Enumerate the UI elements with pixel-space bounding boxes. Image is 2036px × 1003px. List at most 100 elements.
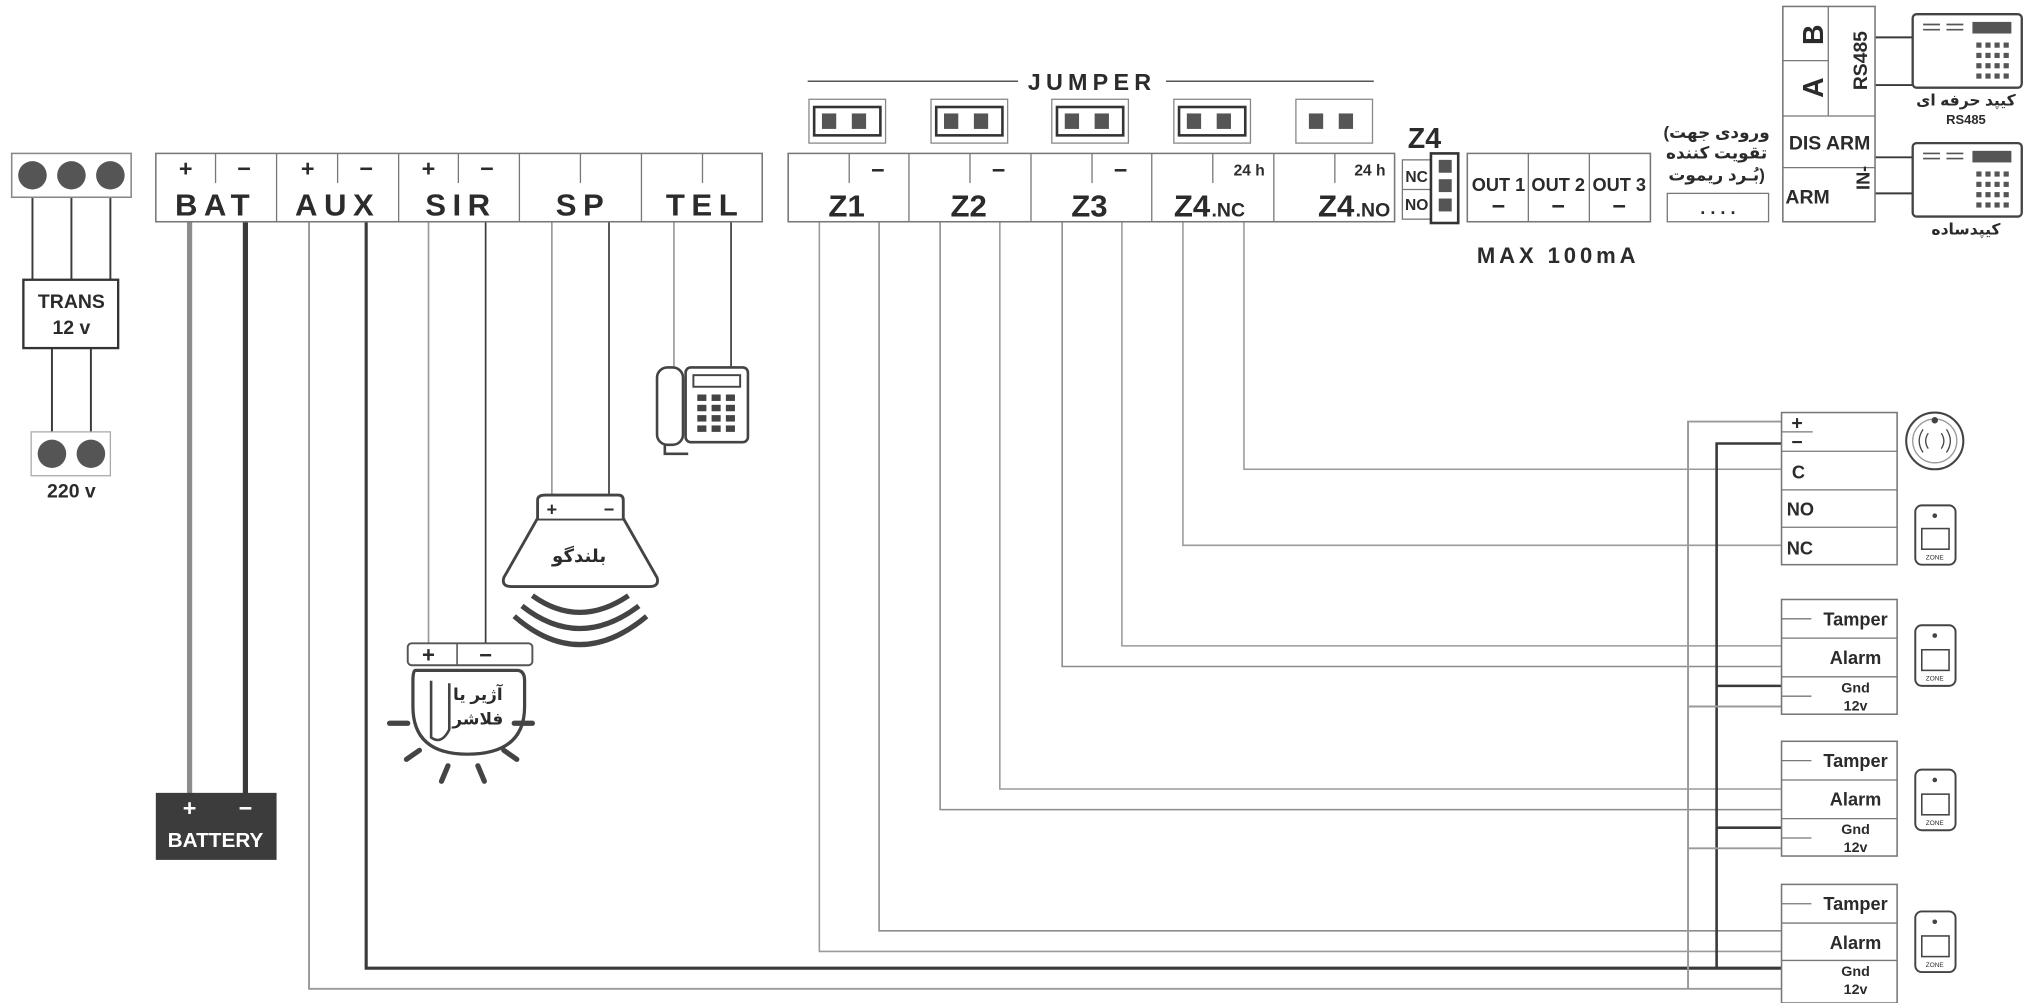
detector-tamper-label: Tamper	[1823, 751, 1887, 771]
out2-minus-sign: −	[1551, 193, 1565, 219]
detector-row: Tamper Alarm Gnd 12v ZONE	[1780, 883, 1957, 1003]
flash-rays	[386, 720, 535, 784]
aux-minus-sign: −	[359, 156, 373, 182]
pir-sensor-icon: ZONE	[1914, 910, 1957, 974]
z4-nc-label: NC	[1405, 169, 1428, 186]
detector-tamper-label: Tamper	[1823, 609, 1887, 629]
z4nc-24h-tag: 24 h	[1234, 162, 1265, 179]
zone-z3-label: Z3	[1071, 189, 1107, 224]
siren-label-line2: فلاشر	[451, 710, 503, 730]
sir-minus-sign: −	[480, 156, 494, 182]
siren-label-line1: آژیر یا	[453, 683, 504, 705]
detector-12v-label: 12v	[1844, 698, 1868, 714]
out3-label: OUT 3	[1592, 175, 1646, 195]
detector-gnd-label: Gnd	[1841, 680, 1870, 696]
detector-alarm-label: Alarm	[1830, 790, 1882, 810]
detector-12v-label: 12v	[1844, 982, 1868, 998]
jumper-z4no[interactable]	[1295, 98, 1374, 144]
pir-sensor-icon: ZONE	[1914, 768, 1957, 832]
bat-minus-sign: −	[237, 156, 251, 182]
pir-sensor-icon: ZONE	[1914, 624, 1957, 687]
detector-24h-nc: NC	[1787, 538, 1813, 558]
zone-z4nc-label: Z4	[1174, 189, 1211, 224]
terminal-strip-zones: − − − 24 h 24 h Z1 Z2 Z3 Z4 .NC Z4 .NO	[787, 152, 1396, 224]
keypad-terminal-block: B A RS485 DIS ARM ARM IN-	[1782, 5, 1876, 223]
detector-24h-minus: −	[1791, 432, 1802, 454]
in-minus-label: IN-	[1853, 166, 1873, 190]
bat-plus-sign: +	[179, 156, 193, 182]
keypad-pro-label: کیپد حرفه ای	[1916, 93, 2017, 111]
jumper-z1[interactable]	[808, 98, 887, 144]
speaker-plus-sign: +	[547, 500, 558, 520]
siren-plus-sign: +	[422, 643, 435, 668]
detector-24h-plus: +	[1791, 412, 1802, 434]
detector-gnd-label: Gnd	[1841, 822, 1870, 838]
detector-24h: + − C NO NC ZONE	[1780, 411, 1965, 566]
remote-booster-input: (ورودی جهت تقویت کننده بُـرد ریموت) . . …	[1663, 123, 1770, 223]
jumper-label: JUMPER	[1028, 69, 1156, 95]
sir-plus-sign: +	[422, 156, 436, 182]
transformer-input: TRANS 12 v 220 v	[10, 152, 132, 503]
detector-row: Tamper Alarm Gnd 12v ZONE	[1780, 740, 1957, 857]
terminal-screw	[76, 439, 106, 468]
terminal-strip-left: + − + − + − BAT AUX SIR SP TEL	[155, 152, 763, 223]
siren-flasher: + − آژیر یا فلاشر	[386, 642, 535, 784]
rs485-b-label: B	[1798, 25, 1830, 45]
jumper-z3[interactable]	[1051, 98, 1130, 144]
aux-plus-sign: +	[301, 156, 315, 182]
terminal-screw	[18, 161, 47, 190]
transformer-label: TRANS	[38, 291, 105, 313]
z2-minus-sign: −	[992, 157, 1006, 183]
pir-sensor-tag: ZONE	[1926, 820, 1945, 827]
transformer-voltage: 12 v	[52, 317, 90, 339]
out1-label: OUT 1	[1472, 175, 1526, 195]
keypad-pro-sublabel: RS485	[1946, 112, 1986, 127]
remote-input-line3: بُـرد ریموت)	[1668, 166, 1764, 186]
detector-gnd-label: Gnd	[1841, 964, 1870, 980]
zone-sensor-tag: ZONE	[1926, 555, 1945, 562]
transformer-box	[22, 278, 120, 350]
z1-minus-sign: −	[871, 157, 885, 183]
out3-minus-sign: −	[1612, 193, 1626, 219]
terminal-aux-label: AUX	[295, 187, 380, 222]
telephone-icon	[655, 366, 750, 456]
detector-alarm-label: Alarm	[1830, 648, 1882, 668]
pir-sensor-tag: ZONE	[1926, 962, 1945, 969]
jumper-z4nc[interactable]	[1173, 98, 1252, 144]
speaker-label: بلندگو	[551, 545, 606, 567]
zone-sensor-icon: ZONE	[1914, 504, 1957, 566]
zone-z4nc-suffix: .NC	[1212, 200, 1246, 222]
remote-input-line2: تقویت کننده	[1666, 144, 1767, 164]
jumper-section: JUMPER	[807, 69, 1374, 144]
keypad-pro: کیپد حرفه ای RS485	[1911, 13, 2023, 127]
terminal-screw	[37, 439, 67, 468]
mains-voltage: 220 v	[47, 481, 96, 503]
battery-plus-sign: +	[183, 795, 197, 821]
z3-minus-sign: −	[1114, 157, 1128, 183]
zone-z2-label: Z2	[950, 189, 986, 224]
keypad-simple: کیپدساده	[1911, 141, 2023, 240]
smoke-detector-icon	[1905, 411, 1965, 471]
dis-arm-label: DIS ARM	[1789, 133, 1870, 155]
out2-label: OUT 2	[1531, 175, 1585, 195]
out1-minus-sign: −	[1492, 193, 1506, 219]
speaker-minus-sign: −	[604, 500, 615, 520]
max-current-label: MAX 100mA	[1477, 243, 1640, 268]
terminal-screw	[96, 161, 125, 190]
z4-selector[interactable]: Z4 NC NO	[1401, 123, 1460, 225]
zone-z4no-suffix: .NO	[1356, 200, 1391, 222]
rs485-a-label: A	[1798, 77, 1830, 97]
outputs-block: OUT 1 OUT 2 OUT 3 − − − MAX 100mA	[1466, 152, 1652, 268]
pir-sensor-tag: ZONE	[1926, 676, 1945, 683]
battery-minus-sign: −	[239, 795, 253, 821]
detector-tamper-label: Tamper	[1823, 894, 1887, 914]
sound-waves	[512, 593, 649, 648]
jumper-z2[interactable]	[930, 98, 1009, 144]
detector-24h-c: C	[1792, 462, 1805, 482]
zone-z4no-label: Z4	[1318, 189, 1355, 224]
detector-alarm-label: Alarm	[1830, 933, 1882, 953]
z4no-24h-tag: 24 h	[1354, 162, 1385, 179]
detector-12v-label: 12v	[1844, 840, 1868, 856]
remote-input-pins: . . . .	[1700, 198, 1735, 218]
